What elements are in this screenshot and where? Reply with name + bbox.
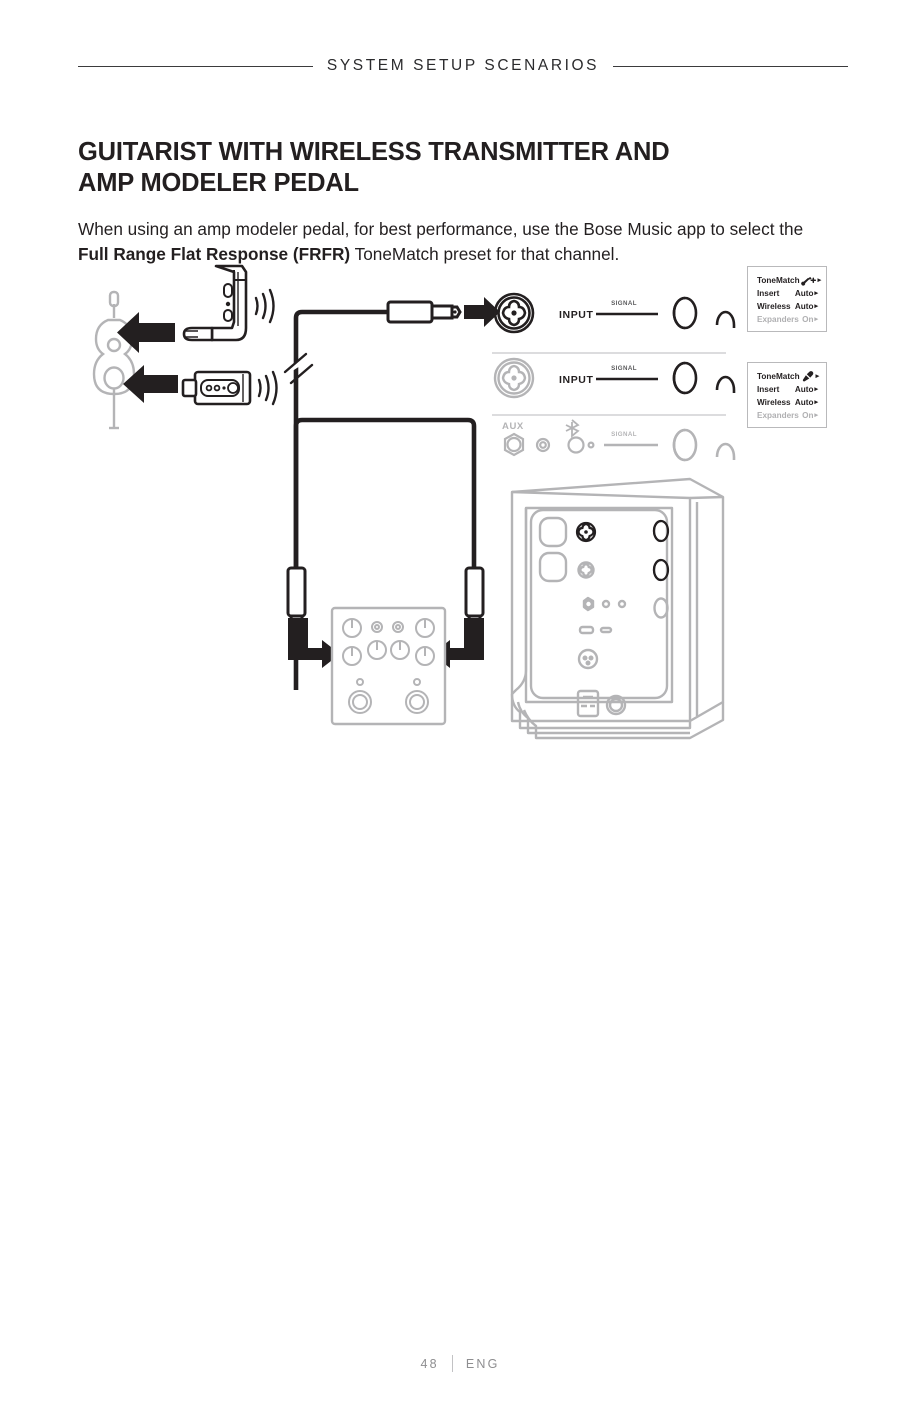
- microphone-icon: [103, 366, 125, 430]
- settings-row-tonematch[interactable]: ToneMatch ▸: [757, 370, 820, 383]
- mixer-channel-2: INPUT SIGNAL: [493, 357, 736, 399]
- language-code: ENG: [465, 1356, 500, 1371]
- chevron-right-icon: ▸: [814, 399, 818, 406]
- wireless-bodypack-transmitter-icon: [181, 370, 252, 406]
- combo-jack-icon-ch2: [493, 357, 535, 399]
- settings-value-text: Auto: [794, 385, 814, 394]
- aux-label: AUX: [502, 421, 524, 432]
- chevron-right-icon: ▸: [815, 373, 820, 380]
- header-rule-right: [613, 65, 848, 67]
- s1-pro-speaker-rear-icon: [510, 477, 725, 740]
- settings-row-wireless[interactable]: Wireless Auto ▸: [757, 396, 818, 409]
- channel-1-settings-card[interactable]: ToneMatch ▸ Insert Auto ▸ Wireless Auto …: [747, 266, 827, 332]
- header-rule-left: [78, 65, 313, 67]
- page-title-line-1: GUITARIST WITH WIRELESS TRANSMITTER AND: [78, 138, 670, 167]
- direction-arrow-icon-pedal-left: [288, 618, 340, 668]
- settings-value-text: Auto: [794, 289, 814, 298]
- settings-value: Auto ▸: [795, 385, 818, 394]
- microphone-icon: [800, 371, 815, 382]
- chevron-right-icon: ▸: [814, 412, 818, 419]
- page-title-line-2: AMP MODELER PEDAL: [78, 169, 359, 198]
- settings-value: Auto ▸: [795, 289, 818, 298]
- mixer-channel-1: INPUT SIGNAL: [493, 292, 736, 334]
- settings-label: Wireless: [757, 398, 791, 407]
- settings-value: ▸: [800, 276, 822, 286]
- footer-divider: [451, 1355, 453, 1372]
- settings-value-text: Auto: [794, 302, 814, 311]
- running-head-text: SYSTEM SETUP SCENARIOS: [326, 57, 600, 74]
- settings-label: Expanders: [757, 315, 799, 324]
- settings-value: Auto ▸: [795, 398, 818, 407]
- signal-label-aux: SIGNAL: [611, 431, 637, 438]
- mixer-channel-aux: AUX SIGNAL: [502, 419, 736, 462]
- guitar-icon: [92, 290, 136, 396]
- settings-value-text: Auto: [794, 398, 814, 407]
- signal-label-ch1: SIGNAL: [611, 300, 637, 307]
- bluetooth-icon: [565, 419, 580, 438]
- settings-label: ToneMatch: [757, 276, 800, 285]
- settings-row-insert[interactable]: Insert Auto ▸: [757, 383, 818, 396]
- page-number: 48: [420, 1356, 439, 1371]
- settings-value: Auto ▸: [795, 302, 818, 311]
- settings-value: On ▸: [802, 315, 818, 324]
- wireless-guitar-transmitter-icon: [182, 264, 248, 342]
- settings-row-tonematch[interactable]: ToneMatch ▸: [757, 274, 821, 287]
- settings-value-text: On: [802, 315, 814, 324]
- settings-row-insert[interactable]: Insert Auto ▸: [757, 287, 818, 300]
- input-label-ch1: INPUT: [559, 309, 594, 321]
- guitar-plus-icon: [800, 276, 817, 286]
- cable-break-icon: [284, 355, 310, 375]
- chevron-right-icon: ▸: [814, 303, 818, 310]
- direction-arrow-icon-mic: [123, 365, 178, 403]
- page-footer: 48 ENG: [0, 1355, 920, 1372]
- chevron-right-icon: ▸: [814, 386, 818, 393]
- chevron-right-icon: ▸: [817, 277, 822, 284]
- quarter-inch-plug-icon: [386, 300, 462, 324]
- settings-label: Insert: [757, 289, 780, 298]
- settings-value: ▸: [800, 371, 820, 382]
- amp-modeler-pedal-icon: [330, 606, 447, 726]
- cable-break-slashes: [283, 352, 314, 385]
- direction-arrow-icon-guitar: [117, 312, 175, 353]
- body-paragraph: When using an amp modeler pedal, for bes…: [78, 217, 838, 267]
- settings-value: On ▸: [802, 411, 818, 420]
- direction-arrow-icon-input1: [464, 297, 500, 327]
- body-text-before: When using an amp modeler pedal, for bes…: [78, 219, 804, 240]
- settings-row-expanders[interactable]: Expanders On ▸: [757, 409, 818, 422]
- settings-label: Wireless: [757, 302, 791, 311]
- body-text-bold: Full Range Flat Response (FRFR): [78, 244, 351, 265]
- chevron-right-icon: ▸: [814, 290, 818, 297]
- channel-2-settings-card[interactable]: ToneMatch ▸ Insert Auto ▸ Wireless Auto …: [747, 362, 827, 428]
- settings-label: Expanders: [757, 411, 799, 420]
- chevron-right-icon: ▸: [814, 316, 818, 323]
- running-header: SYSTEM SETUP SCENARIOS: [78, 52, 848, 80]
- cable-to-input-1: [293, 309, 388, 690]
- wireless-signal-icon: [254, 288, 275, 324]
- setup-diagram: INPUT SIGNAL INPUT SIGNAL AUX SIGNAL: [0, 250, 920, 750]
- settings-label: Insert: [757, 385, 780, 394]
- wireless-signal-icon-2: [257, 370, 278, 406]
- settings-value-text: On: [802, 411, 814, 420]
- cable-pedal-loop: [293, 417, 477, 620]
- settings-label: ToneMatch: [757, 372, 800, 381]
- settings-row-expanders[interactable]: Expanders On ▸: [757, 313, 818, 326]
- signal-label-ch2: SIGNAL: [611, 365, 637, 372]
- combo-jack-icon-ch1: [493, 292, 535, 334]
- settings-row-wireless[interactable]: Wireless Auto ▸: [757, 300, 818, 313]
- input-label-ch2: INPUT: [559, 374, 594, 386]
- body-text-after: ToneMatch preset for that channel.: [350, 244, 620, 265]
- page-title: GUITARIST WITH WIRELESS TRANSMITTER AND …: [78, 137, 778, 199]
